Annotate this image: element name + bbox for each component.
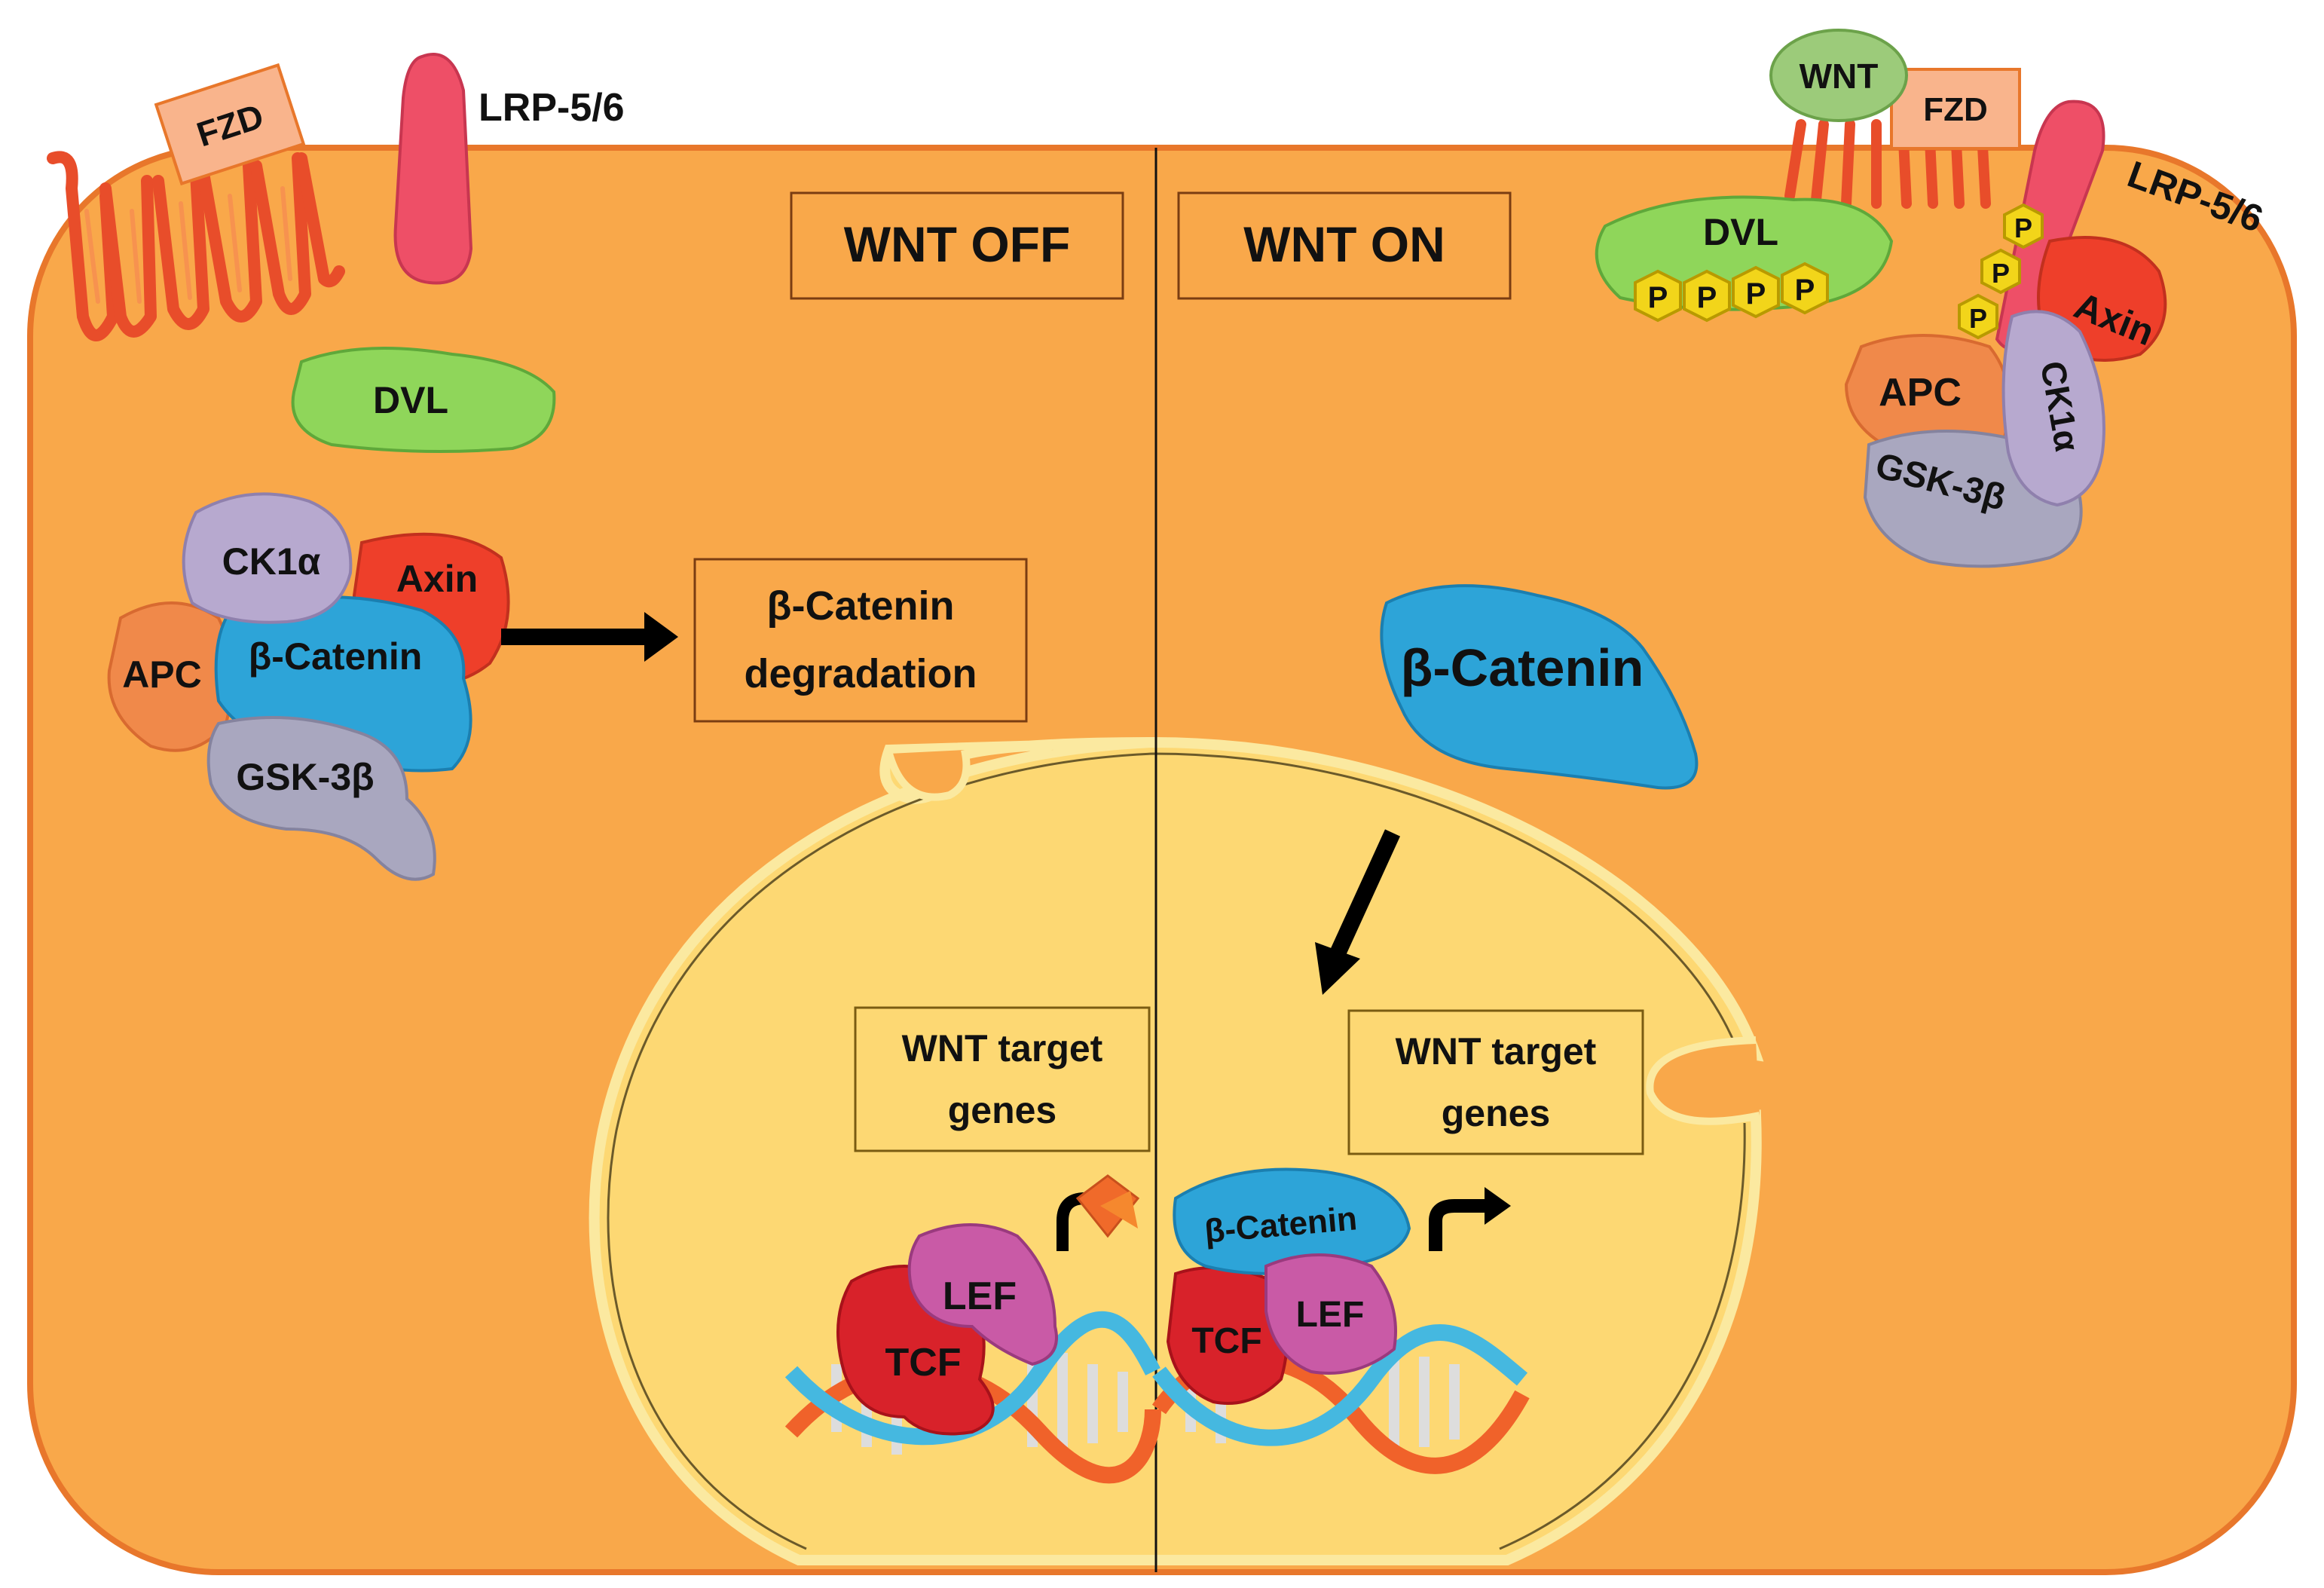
wnt-ligand: WNT <box>1769 29 1908 122</box>
fzd-label-on: FZD <box>1923 91 1988 128</box>
gsk3b-shape-off <box>206 716 436 881</box>
degradation-arrow <box>501 612 678 662</box>
ck1a-label-off: CK1α <box>222 540 321 583</box>
tcf-lef-bcatenin-on: β-Catenin LEF TCF <box>1166 1167 1411 1405</box>
active-transcription-arrow <box>1429 1187 1511 1251</box>
gsk3b-label-off: GSK-3β <box>236 756 374 798</box>
nuclear-translocation-arrow <box>1315 829 1401 995</box>
lrp-receptor-off: LRP-5/6 <box>393 53 625 285</box>
target-genes-on-line2: genes <box>1442 1092 1551 1134</box>
bcatenin-label-off: β-Catenin <box>249 635 423 678</box>
tcf-lef-off: LEF TCF <box>836 1223 1058 1436</box>
target-genes-box-on: WNT target genes <box>1347 1009 1644 1155</box>
dvl-on: DVL P P P P <box>1595 195 1894 323</box>
ck1a-shape-off <box>182 492 353 624</box>
p-label-6: P <box>1992 258 2010 289</box>
p-label-7: P <box>1969 303 1987 334</box>
p-label-5: P <box>2014 213 2032 243</box>
degradation-label-line2: degradation <box>744 651 977 696</box>
apc-label-on: APC <box>1879 371 1962 415</box>
lrp-phosphates: P P P <box>1958 203 2044 340</box>
lrp-label-off: LRP-5/6 <box>479 86 625 130</box>
fzd-receptor-off: FZD <box>47 63 345 341</box>
lef-shape-on <box>1264 1253 1397 1375</box>
bcatenin-nuc-shape <box>1173 1167 1411 1275</box>
target-genes-off-line2: genes <box>948 1089 1057 1131</box>
p-label-3: P <box>1746 277 1766 311</box>
dvl-off: DVL <box>291 347 556 453</box>
blocked-transcription-icon <box>1057 1174 1140 1251</box>
wnt-on-title: WNT ON <box>1177 191 1512 300</box>
p-label-1: P <box>1648 281 1668 314</box>
p-label-2: P <box>1697 281 1717 314</box>
fzd-receptor-on: FZD <box>1784 68 2021 209</box>
destruction-complex-off: CK1α Axin APC β-Catenin GSK-3β <box>107 492 510 881</box>
nucleus-notch-right <box>1646 1036 1761 1125</box>
ck1a-shape-on <box>2001 310 2105 507</box>
target-genes-box-off: WNT target genes <box>854 1006 1151 1152</box>
nucleus-notch-top <box>885 748 971 801</box>
destruction-complex-on: Axin APC CK1α GSK-3β <box>1844 236 2167 568</box>
degradation-label-line1: β-Catenin <box>767 583 955 629</box>
wnt-label: WNT <box>1800 57 1879 96</box>
dvl-phosphates: P P P P <box>1634 262 1829 323</box>
lef-label-on: LEF <box>1296 1295 1365 1335</box>
lef-shape-off <box>907 1223 1058 1366</box>
fzd-label-box-on <box>1890 68 2021 150</box>
tcf-label-off: TCF <box>885 1341 961 1385</box>
apc-label-off: APC <box>122 653 202 696</box>
target-genes-on-line1: WNT target <box>1396 1030 1597 1072</box>
p-label-4: P <box>1795 274 1815 307</box>
fzd-label-box <box>154 63 306 186</box>
bcatenin-free-label: β-Catenin <box>1401 638 1644 697</box>
dvl-label-off: DVL <box>373 379 448 421</box>
wnt-off-title: WNT OFF <box>790 191 1124 300</box>
dvl-label-on: DVL <box>1703 211 1778 253</box>
bcatenin-free: β-Catenin <box>1380 584 1699 790</box>
degradation-box: β-Catenin degradation <box>693 558 1028 723</box>
wnt-off-label: WNT OFF <box>844 216 1071 272</box>
axin-label-off: Axin <box>396 558 478 600</box>
lef-label-off: LEF <box>943 1274 1017 1318</box>
target-genes-off-line1: WNT target <box>902 1027 1103 1069</box>
wnt-on-label: WNT ON <box>1243 216 1445 272</box>
tcf-label-on: TCF <box>1191 1321 1261 1361</box>
